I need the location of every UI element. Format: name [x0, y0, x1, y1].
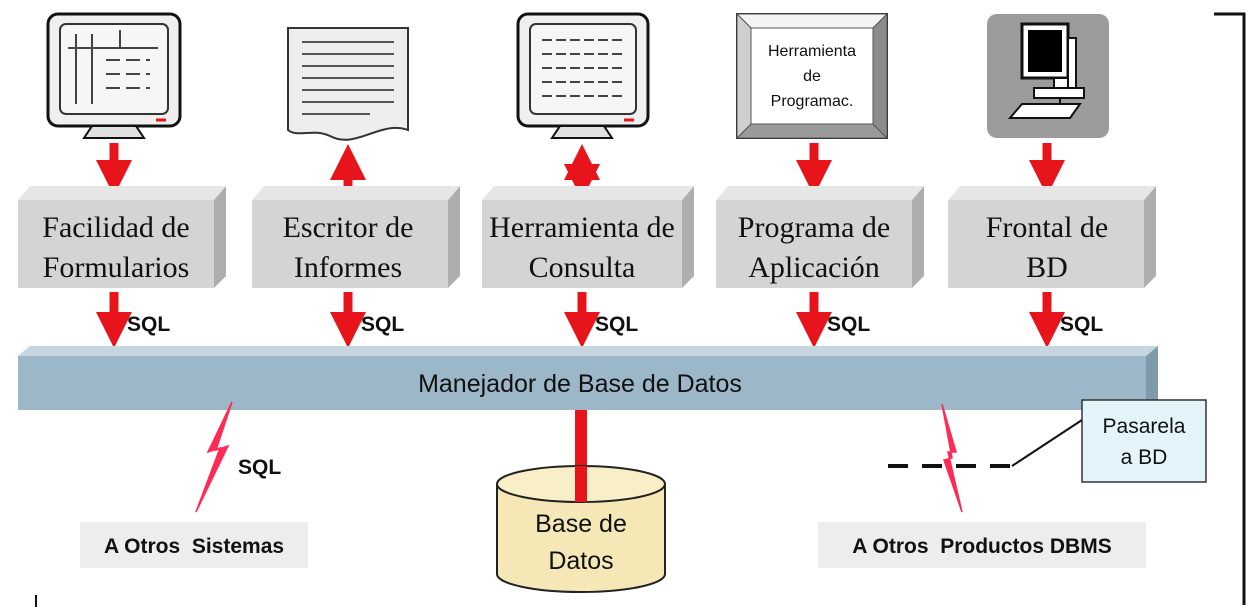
- sql-label-consulta: SQL: [595, 313, 638, 336]
- component-box-informes: Escritor de Informes: [252, 186, 460, 288]
- right-target-label: A Otros Productos DBMS: [852, 535, 1111, 558]
- frontal-line-1: Frontal de: [986, 211, 1108, 244]
- device-arrows: [96, 143, 1065, 200]
- document-icon: [287, 27, 409, 141]
- lightning-icon-right: [941, 403, 963, 513]
- form-terminal-icon: [46, 12, 182, 139]
- programming-tool-line-2: de: [803, 68, 821, 85]
- gateway-connector: [1011, 419, 1083, 467]
- list-terminal-icon: [516, 12, 650, 139]
- database-line-1: Base de: [535, 510, 627, 538]
- dbms-label: Manejador de Base de Datos: [418, 370, 742, 398]
- computer-icon: [987, 14, 1109, 138]
- component-box-aplicacion: Programa de Aplicación: [716, 186, 924, 288]
- programming-tool-line-3: Programac.: [771, 93, 854, 110]
- informes-line-1: Escritor de: [283, 211, 414, 244]
- sql-label-formularios: SQL: [127, 313, 170, 336]
- sql-label-frontal: SQL: [1060, 313, 1103, 336]
- sql-label-informes: SQL: [361, 313, 404, 336]
- formularios-line-1: Facilidad de: [42, 211, 189, 244]
- programming-tool-icon: Herramienta de Programac.: [735, 12, 889, 140]
- left-target-label: A Otros Sistemas: [104, 535, 284, 558]
- component-box-consulta: Herramienta de Consulta: [482, 186, 694, 288]
- gateway-line-2: a BD: [1121, 446, 1168, 469]
- component-box-frontal: Frontal de BD: [948, 186, 1156, 288]
- sql-arrows: [96, 292, 1065, 348]
- lightning-icon: [195, 401, 233, 513]
- database-line-2: Datos: [548, 547, 613, 575]
- gateway-callout: Pasarela a BD: [1081, 399, 1207, 483]
- sql-label-aplicacion: SQL: [827, 313, 870, 336]
- left-sql-label: SQL: [238, 456, 281, 479]
- consulta-line-2: Consulta: [529, 251, 636, 284]
- consulta-line-1: Herramienta de: [489, 211, 675, 244]
- component-box-formularios: Facilidad de Formularios: [18, 186, 226, 288]
- programming-tool-line-1: Herramienta: [768, 43, 856, 60]
- dbms-bar: Manejador de Base de Datos: [18, 346, 1158, 410]
- sql-labels: SQL SQL SQL SQL SQL: [127, 313, 1103, 336]
- frame-line: [1214, 12, 1246, 605]
- left-target-bg: [80, 522, 308, 568]
- informes-line-2: Informes: [294, 251, 402, 284]
- formularios-line-2: Formularios: [43, 251, 190, 284]
- aplicacion-line-1: Programa de: [738, 211, 890, 244]
- right-target-bg: [818, 522, 1146, 568]
- database-cylinder: Base de Datos: [496, 465, 666, 593]
- aplicacion-line-2: Aplicación: [748, 251, 880, 284]
- gateway-line-1: Pasarela: [1103, 415, 1186, 438]
- frontal-line-2: BD: [1026, 251, 1068, 284]
